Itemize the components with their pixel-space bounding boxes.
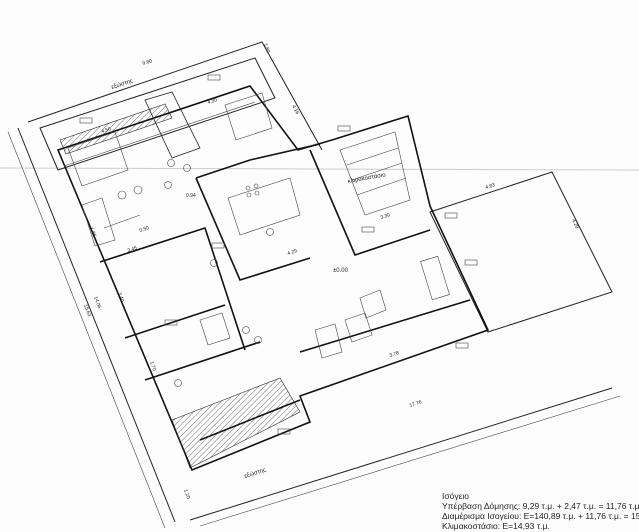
- dim-top-right-short: 1.80: [262, 43, 271, 54]
- legend-line-apartment: Διαμέρισμα Ισογείου: Ε=140,89 τ.μ. + 11,…: [442, 511, 639, 521]
- dim-small-room: 1.70: [148, 361, 157, 372]
- dim-top-boundary: 9.60: [142, 58, 153, 67]
- furniture: [67, 92, 450, 359]
- balcony-top-outline: [39, 57, 276, 171]
- hatched-area-top: [59, 103, 173, 155]
- dim-room-mid-depth: 3.40: [116, 292, 125, 303]
- dim-terrace-top: 4.83: [485, 182, 496, 191]
- scan-fold-line: [0, 167, 639, 171]
- dim-bottom-left: 1.20: [182, 489, 191, 500]
- legend-line-stairwell: Κλιμακοστάσιο: Ε=14,93 τ.μ.: [442, 521, 550, 531]
- dim-bath-len: 1.85: [88, 227, 97, 238]
- dim-stair-width: 3.30: [380, 212, 391, 221]
- dim-left-inner: 14.06: [92, 296, 102, 310]
- dim-corridor: 0.94: [186, 193, 196, 199]
- dim-living-depth: 4.29: [287, 248, 298, 257]
- dim-bottom-boundary: 17.76: [409, 399, 423, 409]
- dim-terrace-side: 4.20: [570, 218, 580, 230]
- room-label-balcony-top: εξώστης: [111, 78, 134, 91]
- room-label-stairwell: κλιμακοστάσιο: [347, 171, 387, 185]
- legend-line-overbuild: Υπέρβαση Δόμησης: 9,29 τ.μ. + 2,47 τ.μ. …: [442, 501, 639, 511]
- area-legend: Ισόγειο Υπέρβαση Δόμησης: 9,29 τ.μ. + 2,…: [442, 491, 639, 531]
- dim-bedroom-left: 4.50: [101, 126, 112, 135]
- dimension-labels: 9.60 4.30 4.50 1.80 4.16 0.94 4.29 3.45 …: [82, 43, 580, 500]
- dim-bedroom-width: 4.30: [207, 97, 218, 106]
- stairwell-steps: [339, 131, 411, 216]
- hatched-area-bottom: [171, 377, 301, 469]
- stair-block: [144, 91, 201, 159]
- dim-top-right-side: 4.16: [290, 104, 300, 116]
- level-mark: ±0.00: [333, 268, 349, 274]
- dim-front-wall: 3.78: [389, 350, 400, 359]
- dim-left-outer: 15.63: [82, 304, 92, 318]
- terrace-outline: [429, 171, 613, 333]
- dim-room-mid-width: 3.45: [127, 245, 138, 254]
- legend-title: Ισόγειο: [442, 491, 469, 501]
- room-label-balcony-bottom: εξώστης: [244, 467, 267, 480]
- dim-wc-small: 0.50: [139, 225, 150, 234]
- property-boundary: [7, 41, 621, 529]
- door-tags: [79, 74, 478, 435]
